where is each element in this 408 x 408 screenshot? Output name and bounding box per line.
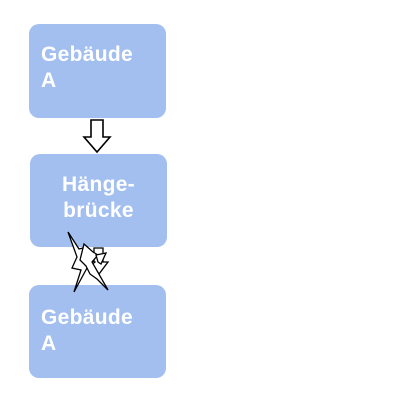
node-label-line: A bbox=[41, 69, 57, 92]
node-gebaeude-a-bottom: Gebäude A bbox=[29, 285, 166, 378]
node-gebaeude-a-top: Gebäude A bbox=[29, 24, 166, 118]
node-label-line: Hänge- bbox=[62, 173, 135, 196]
node-label-line: Gebäude bbox=[41, 306, 133, 329]
node-label-line: brücke bbox=[63, 199, 134, 222]
node-label-line: A bbox=[41, 332, 57, 355]
node-label-line: Gebäude bbox=[41, 43, 133, 66]
node-haengebruecke: Hänge- brücke bbox=[30, 154, 167, 247]
down-arrow-icon bbox=[82, 119, 112, 154]
